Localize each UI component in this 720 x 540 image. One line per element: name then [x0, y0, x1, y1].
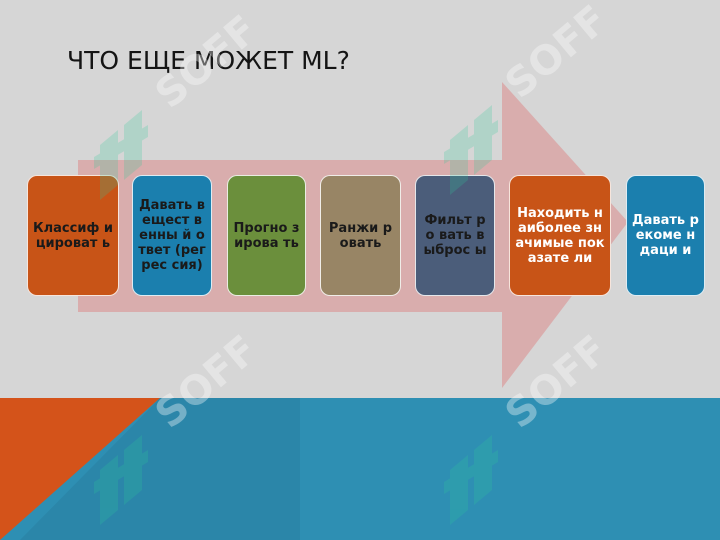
- bottom-wedge: [0, 398, 300, 540]
- step-regression: Давать вещест венны й ответ (регрес сия): [132, 175, 212, 296]
- step-ranking: Ранжи ровать: [320, 175, 401, 296]
- step-label: Классиф и цироват ь: [33, 220, 113, 251]
- step-recommendations: Давать рекоме ндаци и: [626, 175, 705, 296]
- step-label: Ранжи ровать: [328, 220, 393, 251]
- step-label: Прогно зирова ть: [233, 220, 300, 251]
- step-label: Находить наиболее значимые показате ли: [515, 205, 605, 266]
- step-label: Фильт ро вать выброс ы: [423, 213, 487, 258]
- slide-title: ЧТО ЕЩЕ МОЖЕТ ML?: [67, 46, 350, 75]
- step-label: Давать вещест венны й ответ (регрес сия): [138, 198, 206, 273]
- step-classify: Классиф и цироват ь: [27, 175, 119, 296]
- step-label: Давать рекоме ндаци и: [632, 213, 699, 258]
- step-filter-outliers: Фильт ро вать выброс ы: [415, 175, 495, 296]
- step-key-indicators: Находить наиболее значимые показате ли: [509, 175, 611, 296]
- step-forecast: Прогно зирова ть: [227, 175, 306, 296]
